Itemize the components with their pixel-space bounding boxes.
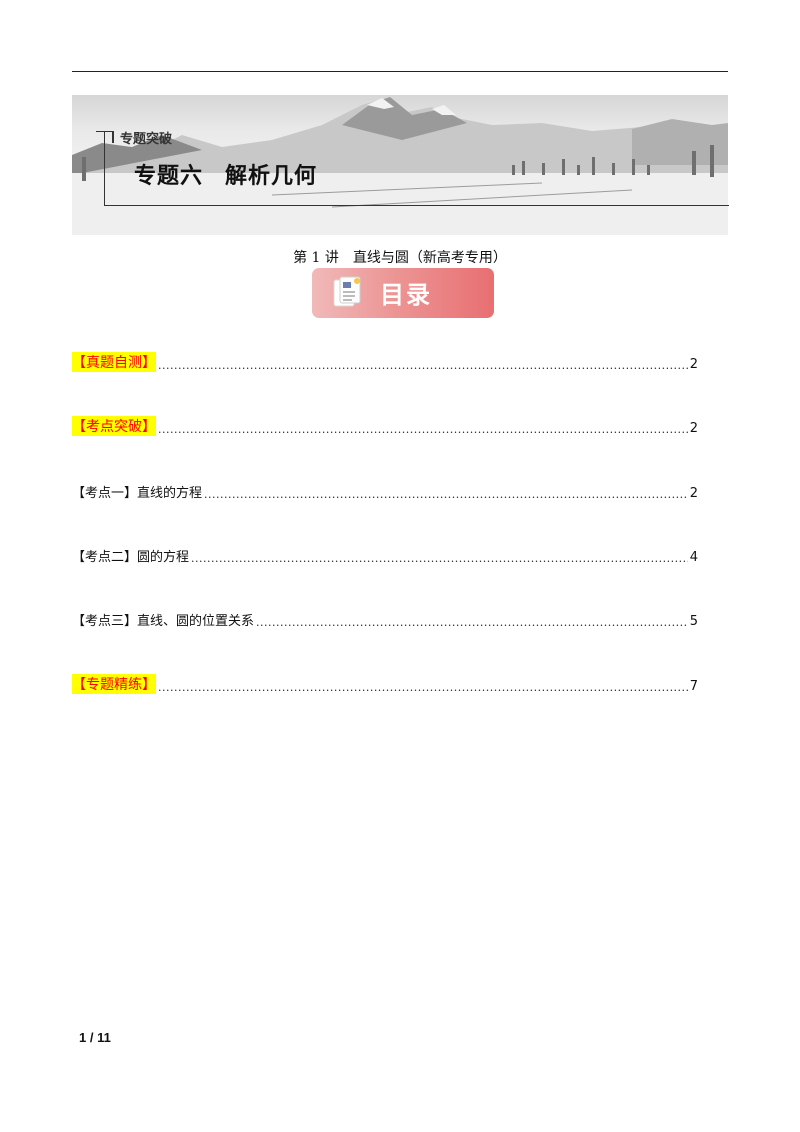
toc-entry-label: 【考点二】圆的方程	[72, 550, 190, 565]
lecture-title: 第 1 讲 直线与圆（新高考专用）	[293, 250, 507, 266]
toc-badge: 目录	[312, 268, 494, 318]
toc-entry-page: 2	[689, 357, 698, 372]
toc-entry-page: 7	[689, 679, 698, 694]
toc-entry-zhuanti-jinglian[interactable]: 【专题精练】 .................................…	[72, 674, 698, 694]
banner-subtitle-bar	[112, 131, 114, 143]
banner-frame	[104, 131, 729, 206]
banner-frame-tick	[96, 131, 112, 132]
toc-leader-dots: ........................................…	[158, 359, 688, 372]
banner-title: 专题六解析几何	[134, 158, 317, 190]
toc-leader-dots: ........................................…	[158, 681, 688, 694]
toc-entry-label: 【考点三】直线、圆的位置关系	[72, 614, 255, 629]
toc-leader-dots: ........................................…	[158, 423, 688, 436]
toc-entry-kaodian-2[interactable]: 【考点二】圆的方程 ..............................…	[72, 545, 698, 565]
toc-entry-page: 2	[689, 421, 698, 436]
toc-leader-dots: ........................................…	[204, 488, 688, 501]
toc-entry-label: 【考点突破】	[72, 416, 156, 436]
toc-entry-page: 2	[689, 486, 698, 501]
toc-entry-zhenti-zice[interactable]: 【真题自测】 .................................…	[72, 352, 698, 372]
toc-leader-dots: ........................................…	[191, 552, 688, 565]
banner-image	[72, 95, 728, 235]
page-indicator: 1 / 11	[79, 1030, 111, 1045]
toc-leader-dots: ........................................…	[256, 616, 688, 629]
toc-entry-kaodian-tupo[interactable]: 【考点突破】 .................................…	[72, 416, 698, 436]
toc-entry-label: 【真题自测】	[72, 352, 156, 372]
toc-entry-kaodian-3[interactable]: 【考点三】直线、圆的位置关系 .........................…	[72, 609, 698, 629]
toc-badge-label: 目录	[380, 281, 432, 309]
header-rule	[72, 71, 728, 72]
document-icon	[333, 276, 361, 307]
toc-entry-page: 5	[689, 614, 698, 629]
banner-title-part2: 解析几何	[225, 164, 318, 189]
toc-entry-label: 【考点一】直线的方程	[72, 486, 203, 501]
banner-title-part1: 专题六	[134, 164, 204, 189]
banner-subtitle: 专题突破	[120, 132, 173, 147]
mountain-landscape-illustration	[72, 97, 728, 235]
toc-entry-page: 4	[689, 550, 698, 565]
toc-entry-label: 【专题精练】	[72, 674, 156, 694]
toc-entry-kaodian-1[interactable]: 【考点一】直线的方程 .............................…	[72, 481, 698, 501]
